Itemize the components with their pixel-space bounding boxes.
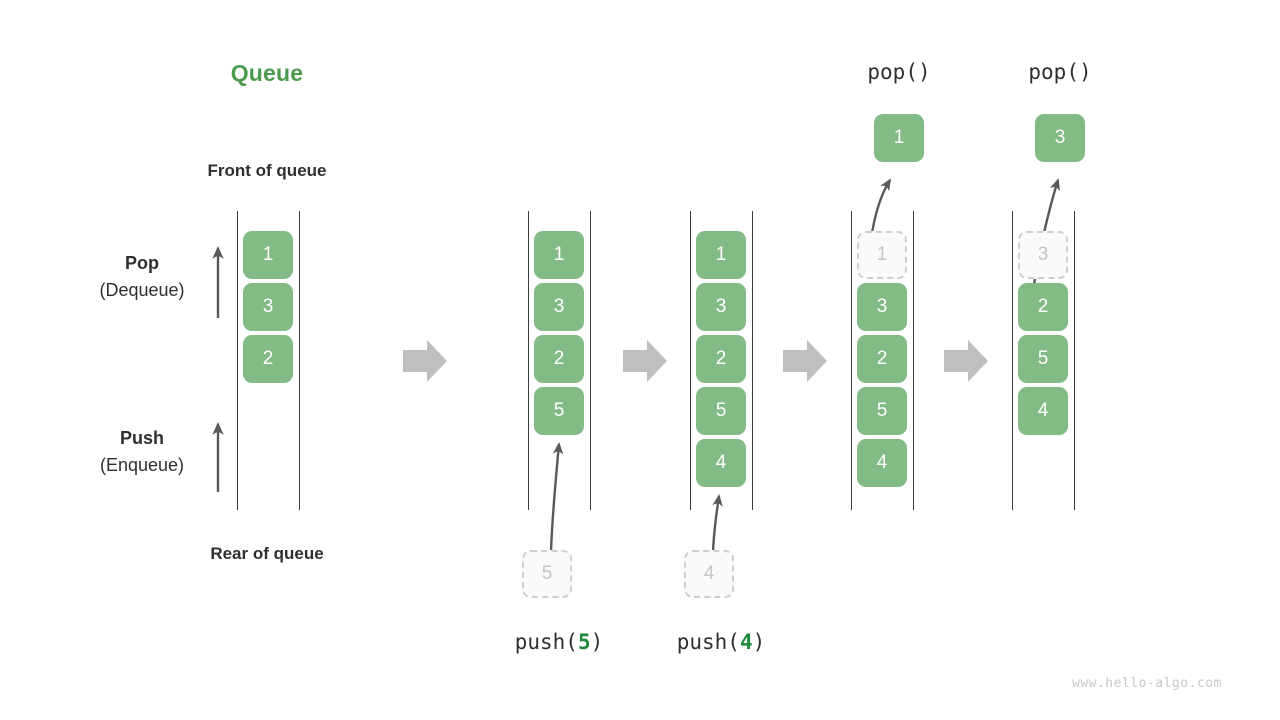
operation-argument: 4 <box>739 630 753 654</box>
push-label-secondary: (Enqueue) <box>99 455 185 475</box>
queue-element: 3 <box>243 283 293 331</box>
queue-element: 2 <box>534 335 584 383</box>
pop-label-primary: Pop <box>125 253 159 273</box>
queue-element: 5 <box>857 387 907 435</box>
queue-element: 5 <box>1018 335 1068 383</box>
queue-element: 5 <box>696 387 746 435</box>
queue-rail-left <box>851 211 852 510</box>
queue-rail-right <box>1074 211 1075 510</box>
popped-element: 3 <box>1035 114 1085 162</box>
rear-of-queue-label: Rear of queue <box>210 544 324 563</box>
popped-element: 1 <box>874 114 924 162</box>
operation-caption: push(5) <box>514 630 604 654</box>
pop-label-secondary: (Dequeue) <box>99 280 185 300</box>
queue-element: 1 <box>534 231 584 279</box>
queue-element: 1 <box>243 231 293 279</box>
pop-operation-label: Pop (Dequeue) <box>62 250 222 304</box>
queue-element: 5 <box>534 387 584 435</box>
queue-element-removed: 3 <box>1018 231 1068 279</box>
queue-element: 3 <box>534 283 584 331</box>
queue-element: 2 <box>857 335 907 383</box>
watermark: www.hello-algo.com <box>1072 676 1222 691</box>
page-title: Queue <box>230 60 304 86</box>
operation-caption: push(4) <box>676 630 766 654</box>
queue-rail-right <box>299 211 300 510</box>
push-label-primary: Push <box>119 428 164 448</box>
queue-rail-left <box>1012 211 1013 510</box>
queue-rail-left <box>237 211 238 510</box>
queue-element: 2 <box>696 335 746 383</box>
pop-caption: pop() <box>867 60 931 84</box>
queue-rail-right <box>590 211 591 510</box>
queue-element: 4 <box>857 439 907 487</box>
queue-element: 4 <box>1018 387 1068 435</box>
queue-element: 3 <box>696 283 746 331</box>
operation-argument: 5 <box>577 630 591 654</box>
queue-element: 3 <box>857 283 907 331</box>
queue-rail-right <box>913 211 914 510</box>
incoming-element: 4 <box>684 550 734 598</box>
queue-element: 2 <box>1018 283 1068 331</box>
queue-element: 4 <box>696 439 746 487</box>
push-operation-label: Push (Enqueue) <box>62 425 222 479</box>
queue-rail-left <box>528 211 529 510</box>
queue-element: 2 <box>243 335 293 383</box>
queue-element-removed: 1 <box>857 231 907 279</box>
queue-rail-left <box>690 211 691 510</box>
incoming-element: 5 <box>522 550 572 598</box>
queue-rail-right <box>752 211 753 510</box>
queue-element: 1 <box>696 231 746 279</box>
front-of-queue-label: Front of queue <box>207 161 327 180</box>
pop-caption: pop() <box>1028 60 1092 84</box>
